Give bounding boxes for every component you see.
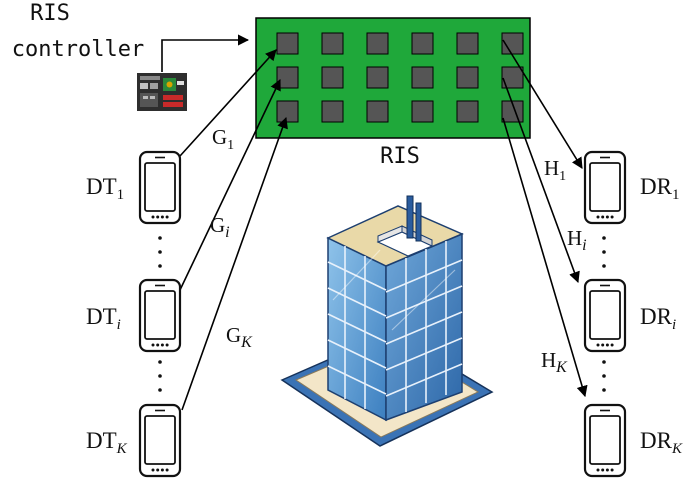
ris-element <box>276 66 299 89</box>
ellipsis-dot <box>158 388 162 392</box>
receiver-label-k: DRK <box>640 428 683 457</box>
transmitter-label-1: DT1 <box>86 174 124 203</box>
ris-element <box>321 100 344 123</box>
smartphone-icon <box>583 278 627 353</box>
channel-label-gk: GK <box>226 323 253 351</box>
ris-label: RIS <box>380 144 420 169</box>
ris-element <box>276 32 299 55</box>
ris-element <box>366 100 389 123</box>
ris-element <box>411 100 434 123</box>
ris-element <box>456 66 479 89</box>
smartphone-icon <box>583 150 627 225</box>
receiver-label-i: DRi <box>640 304 676 333</box>
ellipsis-dot <box>602 236 606 240</box>
downlink-hk-arrow <box>502 117 588 398</box>
ellipsis-dot <box>158 250 162 254</box>
downlink-h1-arrow <box>502 39 583 169</box>
channel-label-gi: Gi <box>210 213 230 241</box>
uplink-gk-arrow <box>181 116 288 411</box>
ellipsis-dot <box>602 264 606 268</box>
ellipsis-dot <box>602 374 606 378</box>
ellipsis-dot <box>602 250 606 254</box>
uplink-g1-arrow <box>179 49 277 157</box>
ris-element <box>366 66 389 89</box>
receiver-label-1: DR1 <box>640 174 679 203</box>
ris-element <box>411 66 434 89</box>
transmitter-label-i: DTi <box>86 304 121 333</box>
transmitter-label-k: DTK <box>86 428 128 457</box>
uplink-gi-arrow <box>179 78 281 291</box>
ris-element <box>321 32 344 55</box>
ris-board <box>255 17 531 139</box>
ellipsis-dots <box>158 236 606 392</box>
channel-label-h1: H1 <box>544 156 566 184</box>
controller-label-line2: controller <box>12 37 144 62</box>
channel-label-hk: HK <box>541 348 568 376</box>
ris-element-grid <box>276 32 524 123</box>
ellipsis-dot <box>602 388 606 392</box>
smartphone-icon <box>138 150 182 225</box>
device-phones <box>138 150 627 478</box>
ellipsis-dot <box>158 236 162 240</box>
ris-element <box>276 100 299 123</box>
smartphone-icon <box>583 403 627 478</box>
ris-element <box>456 32 479 55</box>
ris-element <box>321 66 344 89</box>
controller-link-arrow <box>161 34 250 72</box>
ris-element <box>411 32 434 55</box>
smartphone-icon <box>138 278 182 353</box>
ellipsis-dot <box>158 264 162 268</box>
channel-label-hi: Hi <box>567 226 587 254</box>
circuit-board-icon <box>137 73 187 111</box>
ellipsis-dot <box>158 360 162 364</box>
ris-element <box>456 100 479 123</box>
ellipsis-dot <box>158 374 162 378</box>
smartphone-icon <box>138 403 182 478</box>
controller-label-line1: RIS <box>30 1 70 26</box>
office-building-icon <box>280 195 494 447</box>
ris-element <box>366 32 389 55</box>
ris-panel <box>255 17 531 139</box>
channel-label-g1: G1 <box>212 125 234 153</box>
downlink-hi-arrow <box>502 77 580 284</box>
ellipsis-dot <box>602 360 606 364</box>
ris-element <box>501 66 524 89</box>
